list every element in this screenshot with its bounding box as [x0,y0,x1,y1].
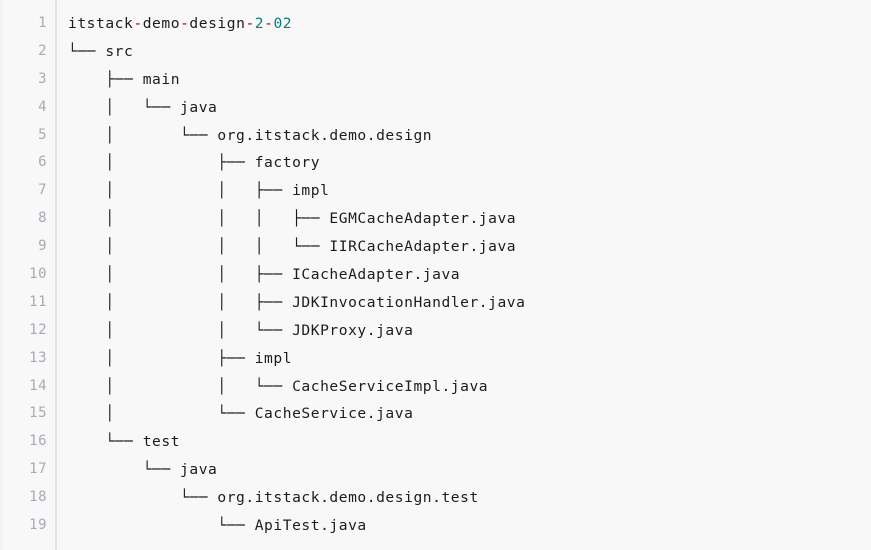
line-number: 11 [29,293,47,310]
token-text: └── org.itstack.demo.design.test [68,489,479,507]
token-punctuation: - [245,15,255,32]
code-line[interactable]: ├── main [68,66,871,94]
code-line[interactable]: └── org.itstack.demo.design.test [68,484,871,512]
line-number: 1 [38,15,47,31]
token-number: 2 [254,15,265,32]
token-text: │ └── CacheService.java [68,405,414,423]
token-text: │ │ │ └── IIRCacheAdapter.java [68,238,517,256]
gutter-divider [55,0,57,550]
line-number: 6 [38,154,47,171]
code-line[interactable]: │ └── java [68,94,871,122]
token-text: │ │ │ ├── EGMCacheAdapter.java [68,210,517,228]
token-text: │ │ └── JDKProxy.java [68,321,414,339]
line-number: 10 [29,266,47,283]
token-text: │ └── java [68,98,218,116]
code-line[interactable]: └── src [68,38,871,66]
code-content[interactable]: itstack-demo-design-2-02└── src ├── main… [57,0,871,540]
line-number: 2 [38,42,47,59]
token-text: │ │ ├── ICacheAdapter.java [68,266,461,284]
code-line[interactable]: │ └── org.itstack.demo.design [68,122,871,150]
line-number: 17 [29,461,47,478]
token-punctuation: - [180,15,190,32]
token-text: │ ├── impl [68,349,293,367]
code-line[interactable]: └── java [68,456,871,484]
token-text: │ │ ├── JDKInvocationHandler.java [68,293,526,311]
token-text: │ │ └── CacheServiceImpl.java [68,377,489,395]
line-number: 4 [38,98,47,115]
code-line[interactable]: │ ├── impl [68,345,871,373]
token-text: │ ├── factory [68,154,321,172]
code-line[interactable]: │ └── CacheService.java [68,400,871,428]
token-text: design [189,15,246,32]
token-punctuation: - [264,15,274,32]
line-number: 9 [38,238,47,255]
line-number: 5 [38,126,47,143]
code-line[interactable]: itstack-demo-design-2-02 [68,10,871,38]
code-line[interactable]: └── ApiTest.java [68,512,871,540]
token-text: └── ApiTest.java [68,517,367,535]
token-text: │ └── org.itstack.demo.design [68,126,433,144]
token-text: ├── main [68,70,181,88]
code-line[interactable]: │ │ │ └── IIRCacheAdapter.java [68,233,871,261]
token-text: └── test [68,433,181,451]
code-line[interactable]: │ │ └── JDKProxy.java [68,317,871,345]
code-line[interactable]: │ │ └── CacheServiceImpl.java [68,373,871,401]
token-text: demo [142,15,181,32]
code-line[interactable]: └── test [68,428,871,456]
line-number: 3 [38,70,47,87]
line-number: 16 [29,433,47,450]
line-number: 14 [29,377,47,394]
line-number: 8 [38,210,47,227]
token-text: │ │ ├── impl [68,182,330,200]
code-line[interactable]: │ ├── factory [68,149,871,177]
line-number: 7 [38,182,47,199]
line-number: 18 [29,489,47,506]
code-line[interactable]: │ │ ├── impl [68,177,871,205]
line-number: 19 [29,517,47,534]
line-number: 15 [29,405,47,422]
line-number: 13 [29,349,47,366]
token-text: └── src [68,42,134,60]
code-line[interactable]: │ │ ├── ICacheAdapter.java [68,261,871,289]
token-text: └── java [68,461,218,479]
token-punctuation: - [133,15,143,32]
line-number: 12 [29,321,47,338]
token-number: 02 [273,15,293,32]
code-line[interactable]: │ │ ├── JDKInvocationHandler.java [68,289,871,317]
code-line[interactable]: │ │ │ ├── EGMCacheAdapter.java [68,205,871,233]
token-text: itstack [68,15,134,32]
